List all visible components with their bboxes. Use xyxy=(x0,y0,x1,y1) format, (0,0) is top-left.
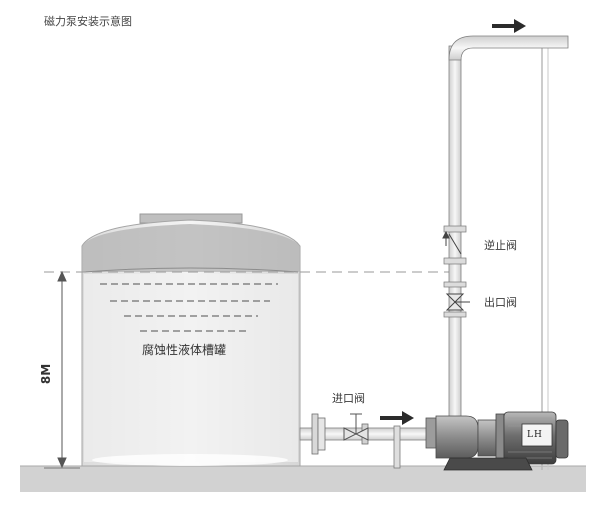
flow-arrow-icon xyxy=(380,411,414,425)
height-dimension-arrow xyxy=(44,270,80,469)
pump-brand-label: LH xyxy=(527,430,543,440)
corrosive-liquid-tank xyxy=(81,213,301,467)
magnetic-pump xyxy=(425,411,569,471)
outlet-valve-label: 出口阀 xyxy=(484,296,517,309)
diagram-title: 磁力泵安装示意图 xyxy=(44,15,132,28)
tank-label: 腐蚀性液体槽罐 xyxy=(142,343,227,357)
inlet-valve-label: 进口阀 xyxy=(332,392,365,405)
gate-valve-icon xyxy=(445,293,470,311)
gate-valve-icon xyxy=(343,413,369,441)
height-label: 8M xyxy=(39,363,54,385)
check-valve-icon xyxy=(442,230,462,255)
liquid-level-dashes xyxy=(100,283,278,332)
outlet-pipe xyxy=(443,35,569,431)
check-valve-label: 逆止阀 xyxy=(484,239,517,252)
flow-arrow-icon xyxy=(492,19,526,33)
